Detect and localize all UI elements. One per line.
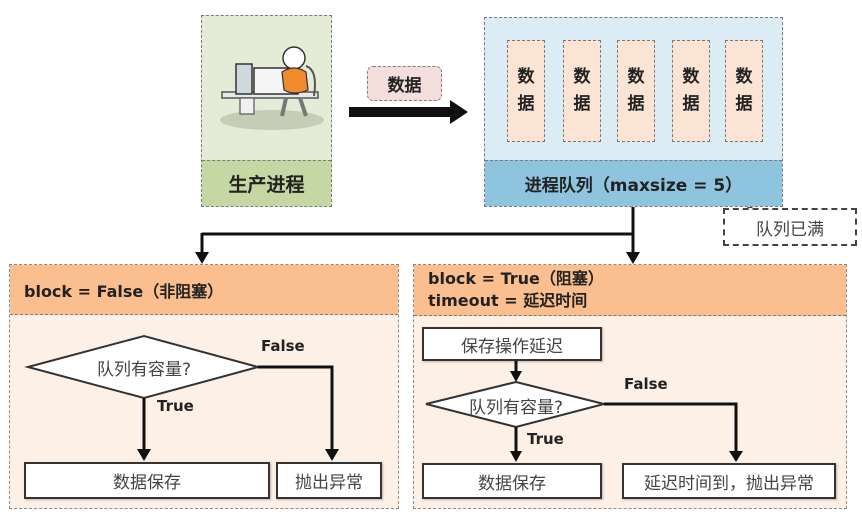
producer-process-card: 生产进程 <box>201 15 332 207</box>
queue-slot-text: 据 <box>627 94 645 114</box>
queue-slot-text: 据 <box>735 94 753 114</box>
data-chip: 数据 <box>367 66 442 101</box>
false-arrowhead <box>729 451 743 462</box>
blocking-panel: block = True（阻塞） timeout = 延迟时间 保存操作延迟 队… <box>413 264 847 509</box>
arrow-to-right-panel <box>626 252 640 264</box>
producer-process-label: 生产进程 <box>202 160 331 206</box>
timeout-raise-exception-box: 延迟时间到，抛出异常 <box>622 463 836 499</box>
non-blocking-flowchart <box>24 334 339 461</box>
queue-slot-text: 据 <box>517 94 535 114</box>
queue-slot: 数 据 <box>725 40 763 142</box>
capacity-decision-text: 队列有容量? <box>468 397 564 418</box>
queue-split-connector <box>200 207 635 252</box>
process-queue: 数 据 数 据 数 据 数 据 数 据 进程队列（maxsize = 5） <box>484 17 783 207</box>
queue-slot-text: 数 <box>682 67 700 87</box>
false-arrowhead <box>325 449 339 461</box>
right-arrow-icon <box>349 100 468 124</box>
queue-slot: 数 据 <box>507 40 545 142</box>
queue-label: 进程队列（maxsize = 5） <box>485 160 782 206</box>
queue-slot: 数 据 <box>563 40 601 142</box>
save-data-box: 数据保存 <box>422 463 602 499</box>
delay-to-decision-arrowhead <box>510 371 522 382</box>
save-data-box: 数据保存 <box>24 462 270 499</box>
true-arrowhead <box>137 449 151 461</box>
queue-slot-text: 数 <box>627 67 645 87</box>
queue-slot-text: 数 <box>573 67 591 87</box>
person-at-computer-illustration <box>220 46 324 130</box>
capacity-decision-text: 队列有容量? <box>96 359 192 380</box>
arrow-to-left-panel <box>195 252 209 264</box>
queue-slot-text: 数 <box>735 67 753 87</box>
raise-exception-box: 抛出异常 <box>276 462 382 499</box>
blocking-header-line1: block = True（阻塞） <box>428 269 604 288</box>
queue-slot-text: 据 <box>682 94 700 114</box>
queue-full-callout: 队列已满 <box>723 208 857 246</box>
non-blocking-header-text: block = False（非阻塞） <box>24 281 224 301</box>
queue-slot-text: 据 <box>573 94 591 114</box>
queue-slot: 数 据 <box>672 40 710 142</box>
blocking-flowchart <box>425 361 743 462</box>
true-label: True <box>157 397 194 415</box>
delay-save-box: 保存操作延迟 <box>422 327 602 361</box>
blocking-header-line2: timeout = 延迟时间 <box>428 291 588 310</box>
non-blocking-panel: block = False（非阻塞） 队列有容量? True False 数据保… <box>9 264 399 509</box>
true-label: True <box>527 430 564 448</box>
non-blocking-header: block = False（非阻塞） <box>10 265 398 315</box>
false-label: False <box>261 337 305 355</box>
queue-slot-text: 数 <box>517 67 535 87</box>
blocking-header: block = True（阻塞） timeout = 延迟时间 <box>414 265 846 316</box>
false-label: False <box>624 375 668 393</box>
true-arrowhead <box>510 451 522 462</box>
queue-slot: 数 据 <box>617 40 655 142</box>
